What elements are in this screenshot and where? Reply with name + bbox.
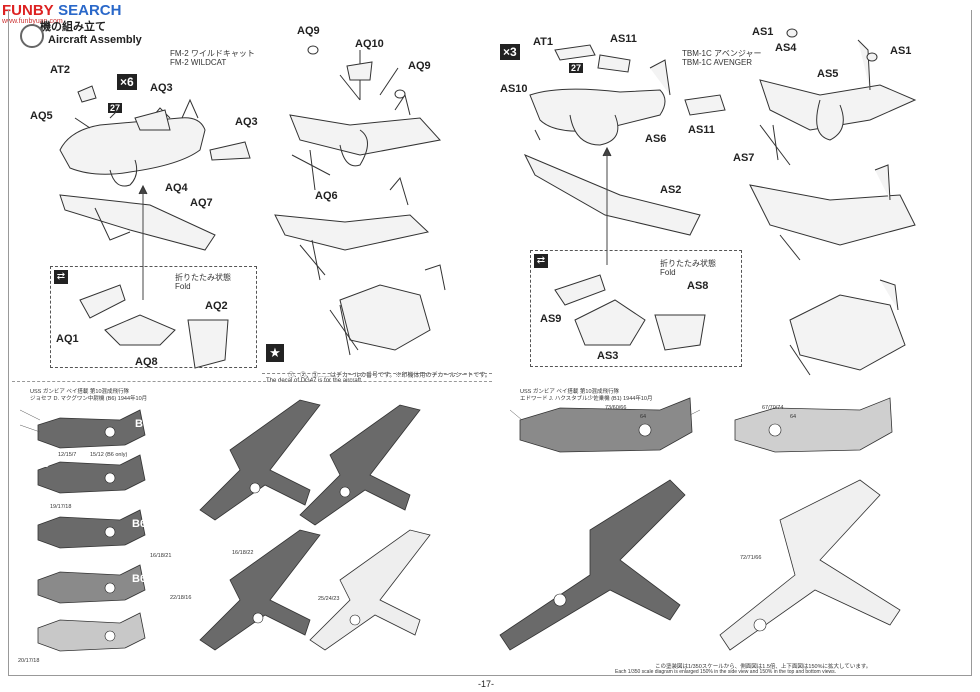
part-label-at1: AT1 [533,36,553,48]
part-label-aq1: AQ1 [56,333,79,345]
side-code-2: B6 [35,458,50,470]
fold-icon-left: ⇄ [54,270,68,284]
page-number: -17- [478,679,495,689]
header-circle-icon [20,24,44,48]
part-label-aq4: AQ4 [165,182,188,194]
part-label-as1-b: AS1 [890,45,912,57]
left-model-name-en: FM-2 WILDCAT [170,58,227,67]
callout-left-2: 15/12 (B6 only) [90,452,128,458]
part-label-aq5: AQ5 [30,110,53,122]
decal-27-left: 27 [108,103,123,113]
left-multiplier-badge: ×6 [117,74,137,90]
part-label-aq9-a: AQ9 [297,25,320,37]
part-label-aq8: AQ8 [135,356,158,368]
right-model-name-jp: TBM-1C アベンジャー [682,49,762,58]
right-multiplier-badge: ×3 [500,44,520,60]
side-code-3: B6 [132,518,147,530]
watermark-main: FUNBY [2,2,54,19]
decal-27-right: 27 [569,63,584,73]
fold-box-right [530,250,742,367]
star-decal-icon: ★ [266,344,284,362]
page-header: 機の組み立て Aircraft Assembly [22,18,142,46]
part-label-as1-a: AS1 [752,26,774,38]
decal-note-line1: ①、②、③……はデカールの番号です。※印機体用のデカールシートです。 [288,373,491,379]
callout-right-2: 64 [640,414,647,420]
fold-right-en: Fold [660,268,676,277]
callout-left-8: 20/17/18 [18,658,40,664]
header-title-en: Aircraft Assembly [48,34,142,46]
left-scheme-caption-1: USS ガンビア ベイ搭載 第10混成飛行隊 [30,389,130,395]
part-label-as2: AS2 [660,184,682,196]
note-divider [262,373,492,374]
watermark-url: www.funbyuan.com [2,18,63,25]
scale-note-en: Each 1/350 scale diagram is enlarged 150… [615,669,836,675]
part-label-as3: AS3 [597,350,619,362]
part-label-as5: AS5 [817,68,839,80]
callout-left-3: 19/17/18 [50,504,72,510]
section-divider [12,381,492,382]
part-label-aq7: AQ7 [190,197,213,209]
callout-left-7: 25/24/23 [318,596,340,602]
part-label-as11-b: AS11 [688,124,715,136]
side-code-1: B6 [135,418,150,430]
part-label-aq10: AQ10 [355,38,384,50]
part-label-aq6: AQ6 [315,190,338,202]
right-scheme-caption-1: USS ガンビア ベイ搭載 第10混成飛行隊 [520,389,620,395]
scale-note-jp: この塗装図は1/350スケールから、側面図は1.5倍、上下面図は150%に拡大し… [655,664,872,670]
page-frame [8,10,972,676]
fold-icon-right: ⇄ [534,254,548,268]
part-label-as10: AS10 [500,83,528,95]
fold-left-jp: 折りたたみ状態 [175,273,231,282]
part-label-aq2: AQ2 [205,300,228,312]
left-model-name-jp: FM-2 ワイルドキャット [170,49,255,58]
right-model-name-en: TBM-1C AVENGER [682,58,753,67]
part-label-as6: AS6 [645,133,667,145]
callout-right-4: 64 [790,414,797,420]
callout-right-1: 73/60/66 [605,405,627,411]
fold-right-jp: 折りたたみ状態 [660,259,716,268]
part-label-as7: AS7 [733,152,755,164]
part-label-aq9-b: AQ9 [408,60,431,72]
left-scheme-caption-2: ジョセフ D. マクグワン中尉機 (B6) 1944年10月 [30,396,148,402]
callout-left-1: 12/15/7 [58,452,77,458]
part-label-as4: AS4 [775,42,797,54]
callout-right-3: 67/70/74 [762,405,784,411]
callout-left-5: 16/18/22 [232,550,254,556]
callout-right-5: 72/71/66 [740,555,762,561]
part-label-as11-a: AS11 [610,33,637,45]
part-label-as8: AS8 [687,280,709,292]
callout-left-6: 22/18/16 [170,595,192,601]
side-code-4: B6 [132,573,147,585]
part-label-aq3-a: AQ3 [150,82,173,94]
callout-left-4: 16/18/21 [150,553,172,559]
right-scheme-caption-2: エドワード J. ハクスタブル少佐乗機 (B1) 1944年10月 [520,396,653,402]
fold-box-left [50,266,257,368]
fold-left-en: Fold [175,282,191,291]
header-title-jp: 機の組み立て [40,21,106,33]
part-label-at2: AT2 [50,64,70,76]
part-label-as9: AS9 [540,313,562,325]
watermark-search: SEARCH [58,2,122,19]
watermark-logo: FUNBY SEARCH www.funbyuan.com [2,2,121,25]
part-label-aq3-b: AQ3 [235,116,258,128]
